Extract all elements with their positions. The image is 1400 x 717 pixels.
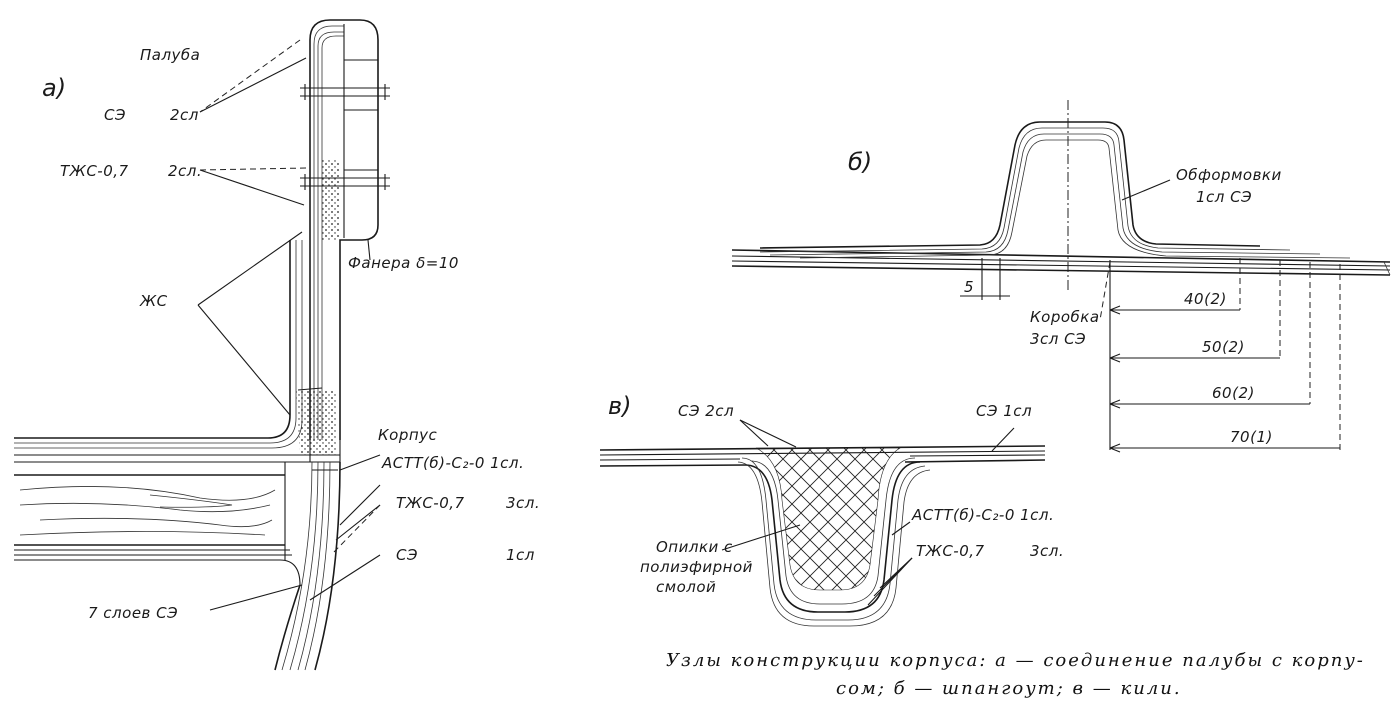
label-c-se1: СЭ 1сл bbox=[976, 402, 1032, 420]
dim-5: 5 bbox=[964, 278, 974, 296]
label-deck: Палуба bbox=[140, 46, 200, 64]
panel-b: б) Обформовки 1сл СЭ Коробка 3сл СЭ 5 40… bbox=[731, 100, 1391, 453]
label-se-layers: 2сл bbox=[170, 106, 199, 124]
label-c-filler-3: смолой bbox=[656, 578, 716, 596]
label-plywood: Фанера δ=10 bbox=[348, 254, 459, 272]
label-tzhs-layers: 2сл. bbox=[168, 162, 202, 180]
label-c-filler-2: полиэфирной bbox=[640, 558, 753, 576]
label-tzhs-hull: ТЖС-0,7 bbox=[396, 494, 465, 512]
caption-line-2: сом; б — шпангоут; в — кили. bbox=[836, 678, 1182, 699]
dim-40: 40(2) bbox=[1184, 290, 1227, 308]
label-astt: АСТТ(б)-С₂-0 1сл. bbox=[381, 454, 524, 472]
deck-flange bbox=[296, 19, 390, 455]
label-c-tzhs: ТЖС-0,7 bbox=[916, 542, 985, 560]
panel-c-marker: в) bbox=[608, 392, 632, 420]
label-c-se2: СЭ 2сл bbox=[678, 402, 734, 420]
dim-70: 70(1) bbox=[1230, 428, 1273, 446]
label-se-hull: СЭ bbox=[396, 546, 418, 564]
panel-a: a) Палуба СЭ 2сл ТЖС-0,7 2сл. Фанера δ=1… bbox=[14, 19, 540, 671]
label-korobka: Коробка bbox=[1030, 308, 1100, 326]
panel-a-leaders bbox=[197, 39, 381, 611]
hull-planks bbox=[14, 240, 341, 671]
label-c-tzhs-layers: 3сл. bbox=[1030, 542, 1064, 560]
label-seven-layers: 7 слоев СЭ bbox=[88, 604, 178, 622]
label-se: СЭ bbox=[104, 106, 126, 124]
label-zhs: ЖС bbox=[139, 292, 168, 310]
label-c-astt: АСТТ(б)-С₂-0 1сл. bbox=[911, 506, 1054, 524]
caption-line-1: Узлы конструкции корпуса: а — соединение… bbox=[666, 650, 1365, 671]
label-se-hull-layers: 1сл bbox=[506, 546, 535, 564]
label-korobka-layers: 3сл СЭ bbox=[1030, 330, 1086, 348]
panel-b-marker: б) bbox=[848, 148, 872, 176]
label-oformovki-layers: 1сл СЭ bbox=[1196, 188, 1252, 206]
label-tzhs-hull-layers: 3сл. bbox=[506, 494, 540, 512]
label-hull: Корпус bbox=[378, 426, 438, 444]
label-oformovki: Обформовки bbox=[1176, 166, 1282, 184]
label-tzhs: ТЖС-0,7 bbox=[60, 162, 129, 180]
label-c-filler-1: Опилки с bbox=[656, 538, 733, 556]
dim-50: 50(2) bbox=[1202, 338, 1245, 356]
dim-60: 60(2) bbox=[1212, 384, 1255, 402]
panel-c: в) СЭ 2сл СЭ 1сл АСТТ(б)-С₂-0 1сл. ТЖС-0… bbox=[599, 392, 1064, 627]
panel-a-marker: a) bbox=[42, 74, 66, 102]
